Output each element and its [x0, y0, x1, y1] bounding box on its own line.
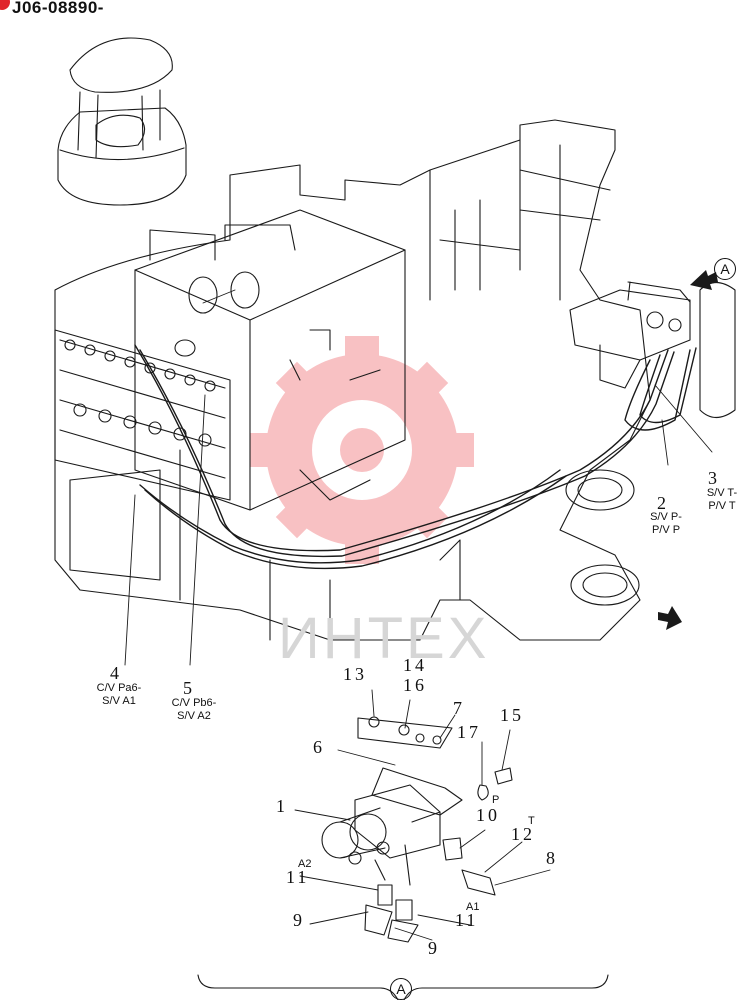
machine-thumbnail	[57, 37, 187, 206]
part-13-label: 13	[343, 664, 367, 684]
callout-5-line2: S/V A2	[177, 710, 211, 722]
part-15-label: 15	[500, 705, 524, 725]
hose-lines	[134, 344, 697, 570]
part-7-label: 7	[453, 698, 465, 718]
callout-2-line2: P/V P	[651, 524, 681, 536]
part-14-label: 14	[403, 655, 427, 675]
callout-4-caption: C/V Pa6- S/V A1	[88, 682, 150, 708]
callout-2-number: 2	[657, 493, 669, 513]
callout-4-number: 4	[110, 663, 122, 683]
part-12-label: 12	[511, 824, 535, 844]
view-marker-top: A	[714, 258, 736, 280]
port-a2-label: A2	[298, 858, 312, 870]
callout-4-line1: C/V Pa6-	[96, 682, 142, 694]
callout-2-line1: S/V P-	[650, 511, 682, 523]
valve-body	[354, 784, 441, 859]
part-6-label: 6	[313, 737, 325, 757]
part-10-label: 10	[476, 805, 500, 825]
arrow-view-icon	[690, 270, 718, 290]
hydraulic-tank	[134, 209, 406, 511]
callout-5-line1: C/V Pb6-	[171, 697, 217, 709]
callout-2-caption: S/V P- P/V P	[644, 511, 688, 537]
part-17-label: 17	[457, 722, 481, 742]
port-t-label: T	[528, 815, 535, 827]
warning-dot-icon	[0, 0, 10, 10]
bracket-plate	[357, 717, 453, 749]
part-9-label-b: 9	[428, 938, 440, 958]
upper-frame	[54, 119, 736, 641]
port-p-label: P	[492, 794, 500, 806]
exploded-parts	[321, 716, 513, 943]
part-8-label: 8	[546, 848, 558, 868]
callout-5-number: 5	[183, 678, 195, 698]
document-code: J06-08890-	[12, 0, 104, 17]
port-a1-label: A1	[466, 901, 480, 913]
view-marker-bottom: A	[390, 978, 412, 1000]
callout-4-line2: S/V A1	[102, 695, 136, 707]
leader-lines	[124, 289, 713, 941]
part-11-label-b: 11	[455, 910, 479, 930]
control-valve-bank	[54, 329, 231, 501]
callout-5-caption: C/V Pb6- S/V A2	[163, 697, 225, 723]
callout-3-line1: S/V T-	[706, 487, 738, 499]
part-11-label-a: 11	[286, 867, 310, 887]
callout-3-line2: P/V T	[708, 500, 736, 512]
part-9-label-a: 9	[293, 910, 305, 930]
callout-3-caption: S/V T- P/V T	[700, 487, 744, 513]
callout-3-number: 3	[708, 468, 720, 488]
watermark-text: ИНТЕХ	[278, 606, 490, 671]
part-1-label: 1	[276, 796, 288, 816]
arrow-front-icon	[658, 606, 682, 630]
solenoid-valve-installed	[569, 281, 691, 389]
gear-watermark-icon	[250, 336, 474, 564]
mounting-bracket	[371, 767, 463, 816]
part-16-label: 16	[403, 675, 427, 695]
